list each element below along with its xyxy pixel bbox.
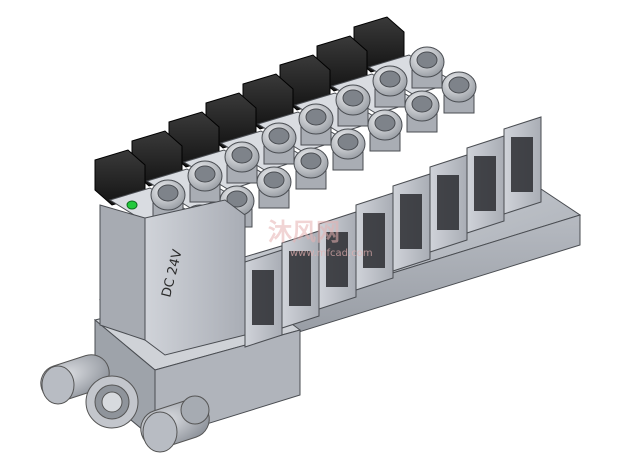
fitting-bore (342, 89, 364, 107)
watermark-text: 沐风网 (268, 218, 340, 246)
port-plugs (40, 354, 210, 453)
watermark-url: www.mfcad.com (290, 248, 373, 259)
fitting-bore (411, 95, 433, 113)
fitting-bore (379, 70, 401, 88)
fitting-bore (226, 190, 248, 208)
front-coil: DC 24V (99, 199, 246, 356)
fitting-bore (194, 165, 216, 183)
fitting-bore (416, 51, 438, 69)
valve-station (279, 54, 468, 253)
fitting-bore (305, 108, 327, 126)
coil-slot (400, 194, 422, 249)
watermark: 沐风网 www.mfcad.com (268, 218, 373, 259)
fitting-bore (263, 171, 285, 189)
fitting-bore (268, 127, 290, 145)
coil-slot (474, 156, 496, 211)
coil-slot (252, 270, 274, 325)
fitting-bore (448, 76, 470, 94)
coil-slot (289, 251, 311, 306)
valve-station (353, 16, 542, 215)
port-plug (140, 395, 210, 453)
fitting-bore (231, 146, 253, 164)
status-led (126, 200, 138, 210)
fitting-bore (337, 133, 359, 151)
valve-row (94, 16, 542, 348)
fitting-bore (300, 152, 322, 170)
port-fitting-center (85, 375, 139, 429)
coil-slot (437, 175, 459, 230)
fitting-bore (157, 184, 179, 202)
valve-station (131, 130, 320, 329)
fitting-bore (374, 114, 396, 132)
valve-station (205, 92, 394, 291)
coil-slot (363, 213, 385, 268)
valve-station (168, 111, 357, 310)
coil-slot (326, 232, 348, 287)
coil-slot (511, 137, 533, 192)
